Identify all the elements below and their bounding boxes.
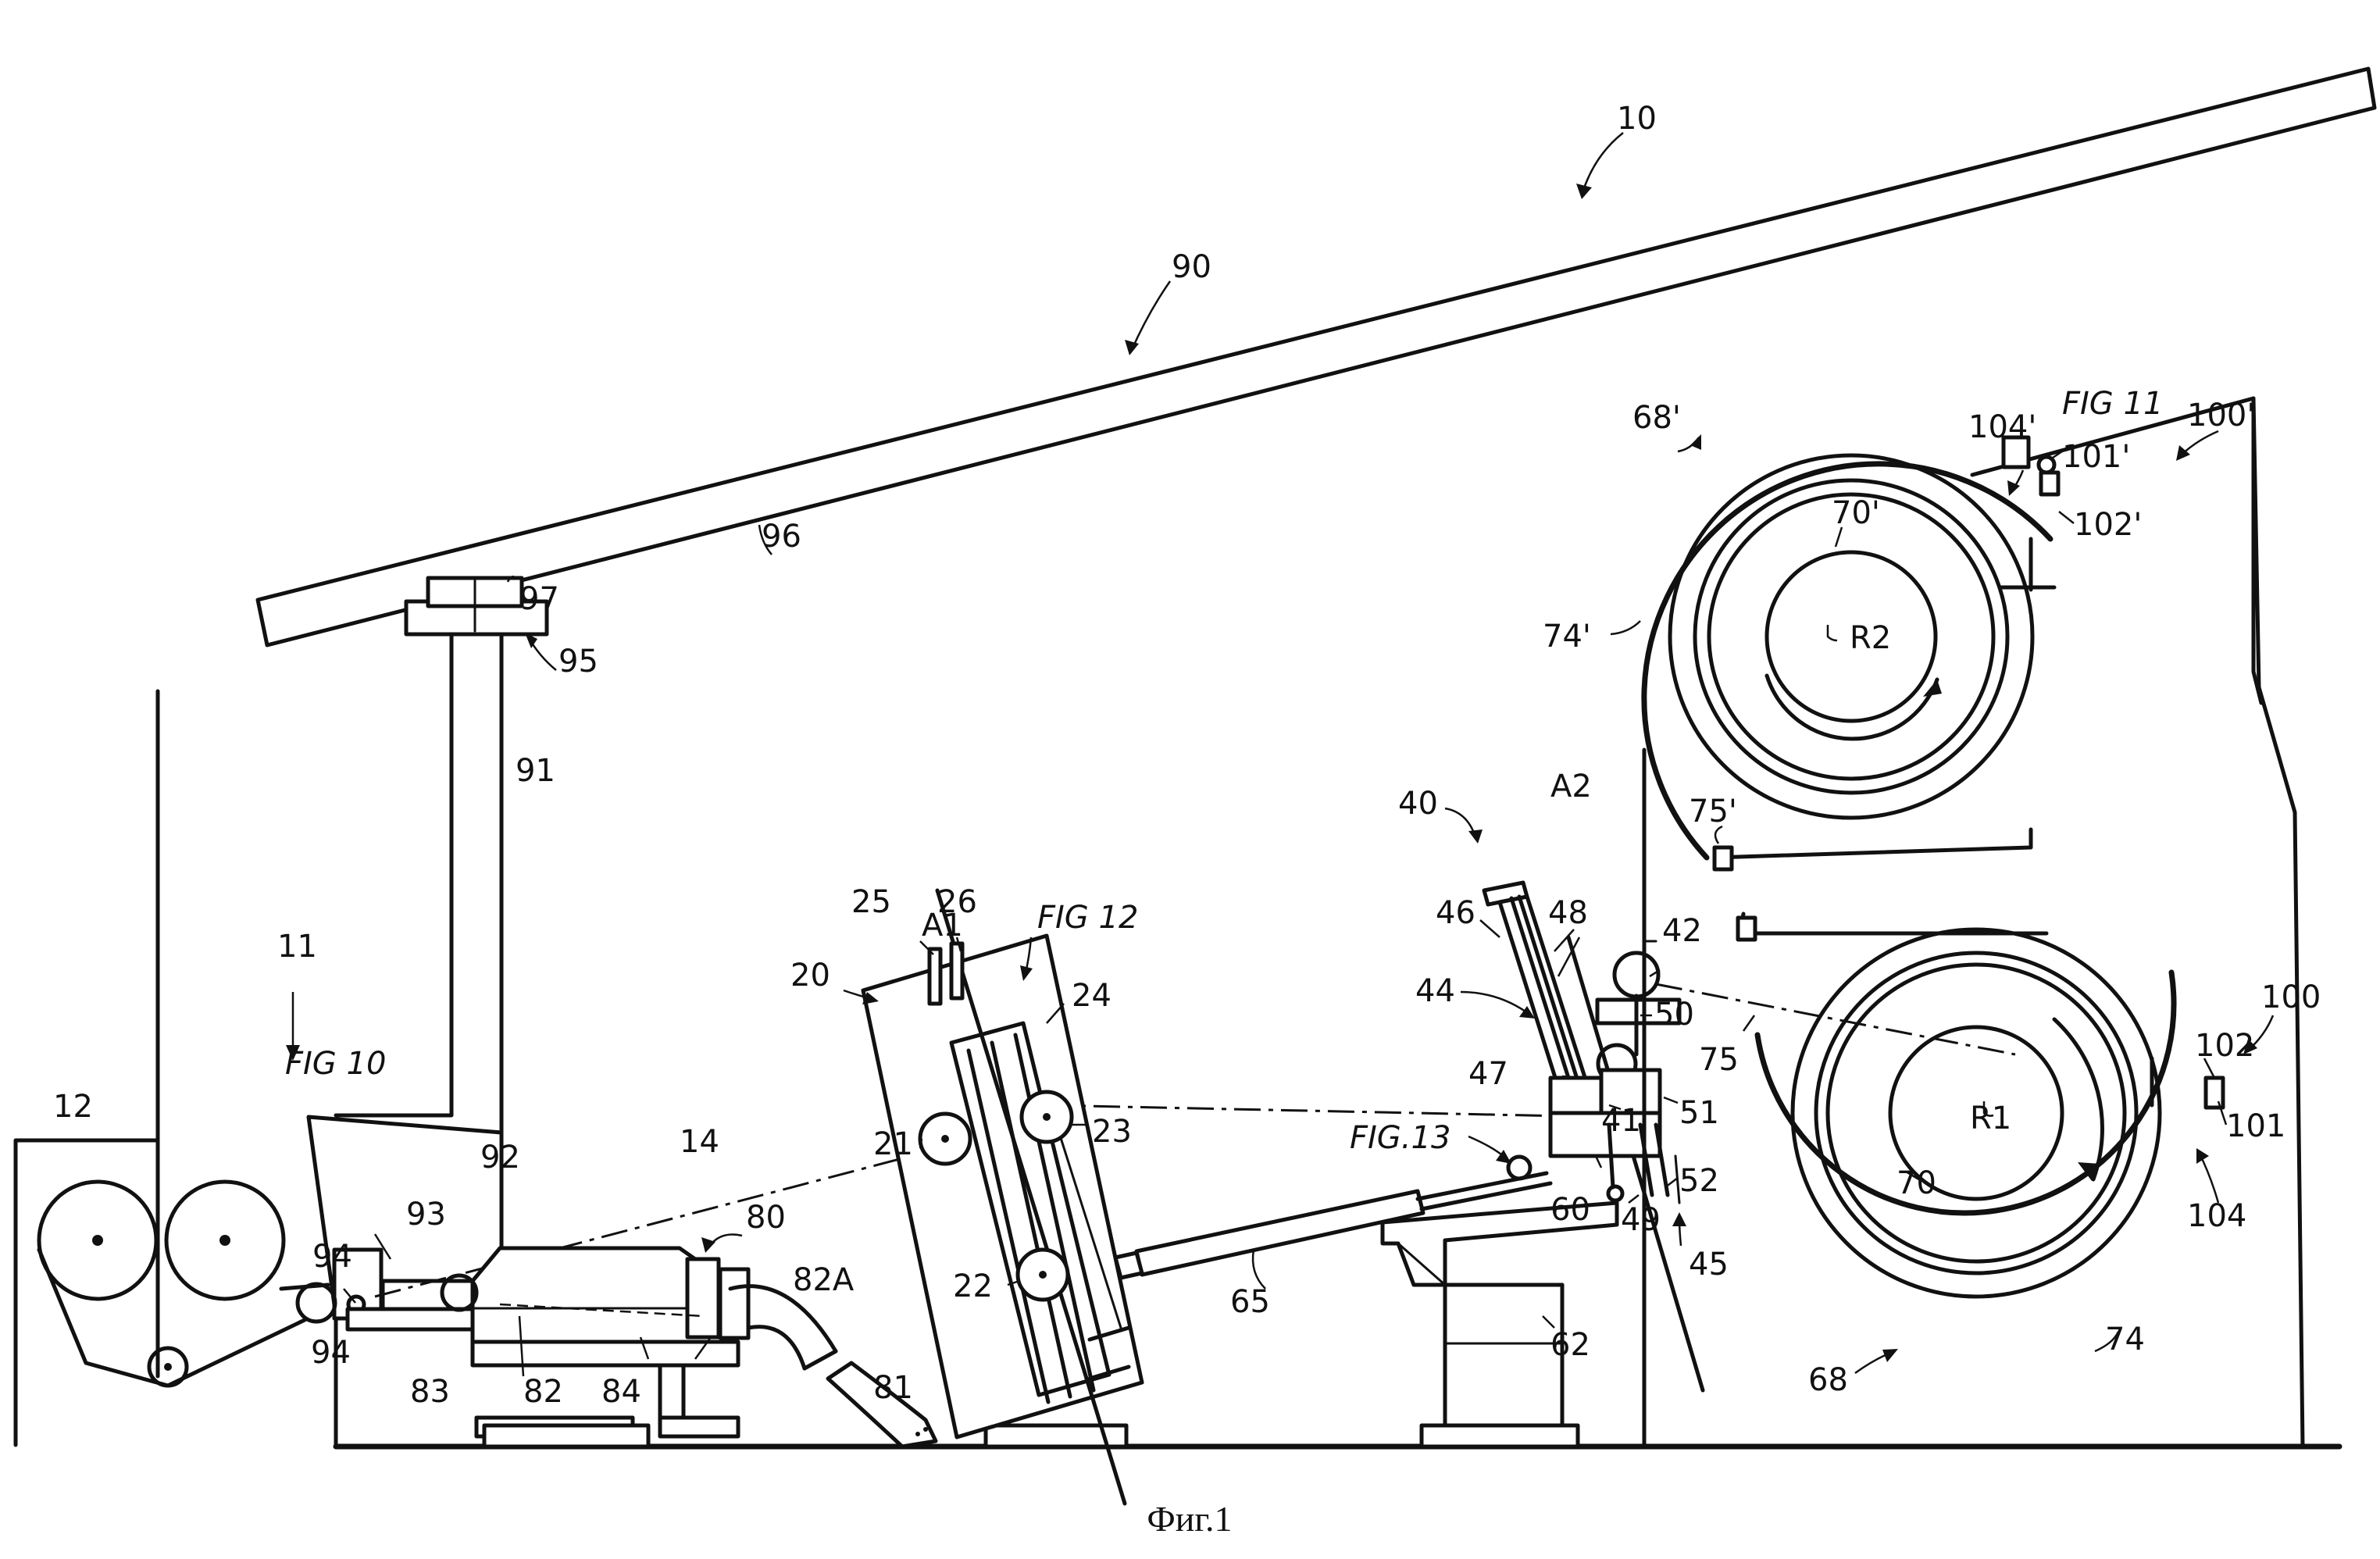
label-44: 44 bbox=[1415, 973, 1455, 1009]
label-94-upper: 94 bbox=[312, 1239, 352, 1275]
label-24: 24 bbox=[1072, 978, 1111, 1014]
label-97: 97 bbox=[519, 581, 559, 617]
label-49: 49 bbox=[1621, 1202, 1661, 1238]
label-fig11: FIG 11 bbox=[2062, 386, 2163, 422]
label-82: 82 bbox=[523, 1374, 563, 1410]
label-R1: R1 bbox=[1970, 1101, 2011, 1136]
label-42: 42 bbox=[1662, 913, 1702, 949]
label-102prime: 102' bbox=[2074, 507, 2142, 543]
label-23: 23 bbox=[1092, 1114, 1132, 1150]
label-80: 80 bbox=[746, 1200, 786, 1236]
label-104prime: 104' bbox=[1968, 409, 2036, 445]
label-65: 65 bbox=[1230, 1284, 1270, 1320]
label-101prime: 101' bbox=[2062, 439, 2130, 475]
label-84: 84 bbox=[601, 1374, 641, 1410]
label-12: 12 bbox=[53, 1089, 93, 1125]
label-fig13: FIG.13 bbox=[1350, 1120, 1450, 1156]
label-46: 46 bbox=[1436, 895, 1475, 931]
label-47: 47 bbox=[1468, 1056, 1508, 1092]
label-22: 22 bbox=[953, 1268, 993, 1304]
label-48: 48 bbox=[1548, 895, 1588, 931]
inclined-beam bbox=[258, 69, 2375, 645]
label-95: 95 bbox=[558, 644, 598, 680]
label-68: 68 bbox=[1808, 1362, 1848, 1398]
label-60: 60 bbox=[1550, 1192, 1590, 1228]
label-100prime: 100' bbox=[2187, 398, 2255, 433]
label-R2: R2 bbox=[1850, 620, 1891, 656]
label-74: 74 bbox=[2105, 1322, 2145, 1357]
label-82A: 82A bbox=[793, 1262, 855, 1298]
label-94-lower: 94 bbox=[311, 1335, 351, 1371]
label-102: 102 bbox=[2195, 1028, 2254, 1064]
label-68prime: 68' bbox=[1632, 400, 1681, 436]
support-62 bbox=[1383, 1203, 1617, 1425]
label-41: 41 bbox=[1601, 1103, 1641, 1139]
label-40: 40 bbox=[1398, 786, 1438, 822]
label-100: 100 bbox=[2261, 979, 2321, 1015]
label-70: 70 bbox=[1897, 1165, 1936, 1201]
figure-caption: Фиг.1 bbox=[1147, 1499, 1232, 1539]
label-75: 75 bbox=[1699, 1042, 1739, 1078]
label-52: 52 bbox=[1679, 1163, 1719, 1199]
label-25: 25 bbox=[851, 884, 891, 920]
label-101: 101 bbox=[2226, 1108, 2285, 1144]
label-20: 20 bbox=[790, 958, 830, 994]
label-81: 81 bbox=[873, 1370, 913, 1406]
label-10: 10 bbox=[1617, 101, 1657, 137]
label-75prime: 75' bbox=[1689, 794, 1737, 829]
label-70prime: 70' bbox=[1832, 495, 1880, 531]
label-11: 11 bbox=[277, 929, 317, 965]
label-93: 93 bbox=[406, 1197, 446, 1233]
label-91: 91 bbox=[516, 753, 555, 789]
label-21: 21 bbox=[873, 1126, 913, 1162]
label-74prime: 74' bbox=[1543, 619, 1591, 655]
label-83: 83 bbox=[410, 1374, 450, 1410]
label-62: 62 bbox=[1550, 1327, 1590, 1363]
label-A2: A2 bbox=[1550, 769, 1592, 804]
label-90: 90 bbox=[1172, 249, 1211, 285]
label-96: 96 bbox=[762, 519, 801, 555]
label-51: 51 bbox=[1679, 1095, 1719, 1131]
leader-lines bbox=[286, 133, 2273, 1376]
label-26: 26 bbox=[937, 884, 977, 920]
label-50: 50 bbox=[1654, 997, 1694, 1033]
base-feet bbox=[484, 1425, 1578, 1447]
label-14: 14 bbox=[680, 1124, 719, 1160]
label-92: 92 bbox=[480, 1140, 520, 1175]
label-fig10: FIG 10 bbox=[285, 1046, 386, 1082]
label-104: 104 bbox=[2187, 1198, 2246, 1234]
label-45: 45 bbox=[1689, 1247, 1729, 1283]
label-fig12: FIG 12 bbox=[1037, 900, 1138, 936]
